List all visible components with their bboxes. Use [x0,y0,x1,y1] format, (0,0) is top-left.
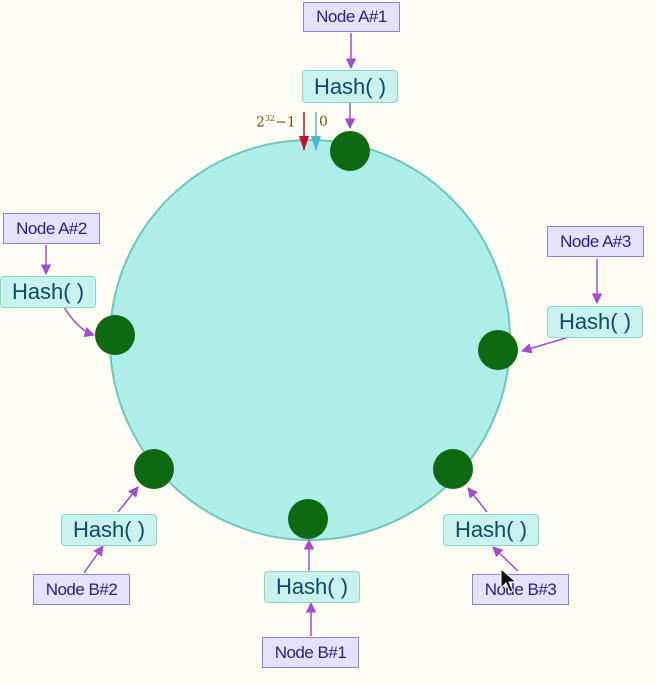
arrow-node-b2-to-hash [83,545,104,574]
node-b2-label: Node B#2 [33,574,130,605]
ring-end-label: 232−1 [256,114,296,131]
hash-b1-box: Hash( ) [264,571,360,603]
node-b1-label: Node B#1 [262,637,359,668]
ring-end-marker-arrow [299,136,309,151]
ring-dot-node-a1 [330,131,370,171]
arrow-hash-b2-to-ring [117,486,139,513]
cursor-icon [500,568,518,593]
node-b3-label: Node B#3 [472,574,569,605]
ring-dot-node-a3 [478,330,518,370]
node-a1-label: Node A#1 [303,2,400,32]
hash-b2-box: Hash( ) [61,514,157,546]
arrow-hash-a3-to-ring [520,337,567,354]
ring-dot-node-a2 [95,315,135,355]
node-a3-label: Node A#3 [547,226,644,257]
arrow-node-b3-to-hash [492,546,519,572]
hash-b3-box: Hash( ) [443,514,539,546]
hash-a3-box: Hash( ) [547,306,643,338]
node-a2-label: Node A#2 [3,213,100,244]
ring-start-marker-arrow [311,136,321,151]
ring-dot-node-b1 [288,499,328,539]
hash-a1-box: Hash( ) [302,70,398,103]
ring-dot-node-b2 [134,449,174,489]
ring-dot-node-b3 [433,449,473,489]
arrow-hash-b3-to-ring [467,487,488,513]
hash-a2-box: Hash( ) [0,276,96,308]
ring-start-label: 0 [319,114,328,130]
arrow-hash-a2-to-ring [63,306,96,338]
